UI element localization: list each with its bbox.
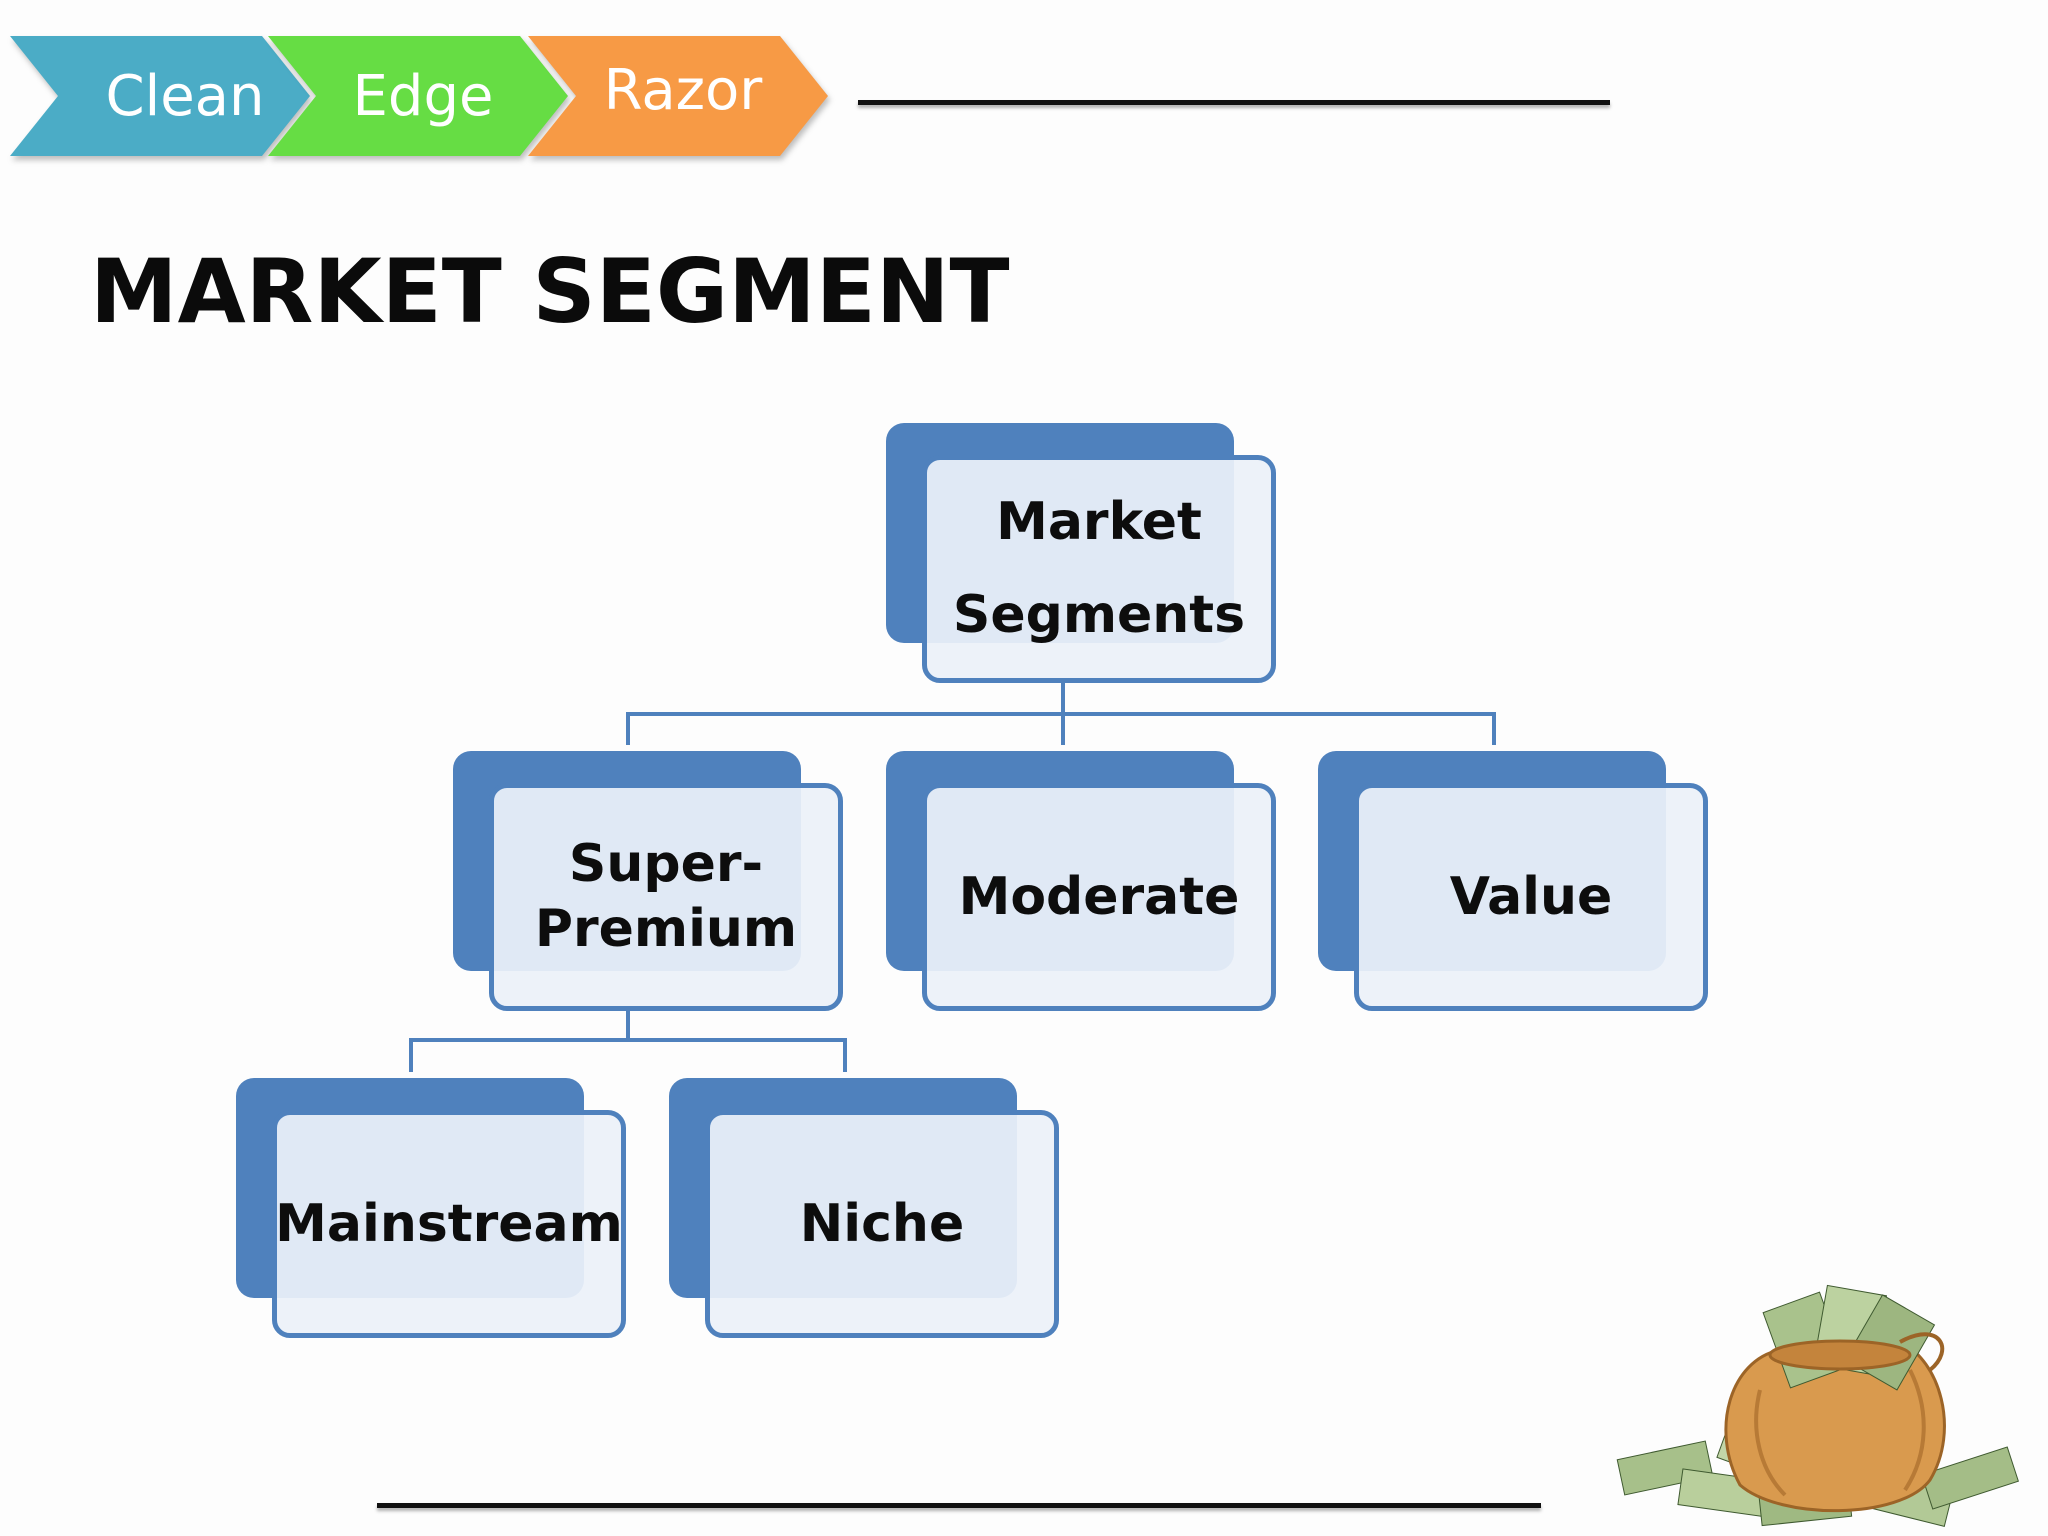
node-label-line: Market (996, 492, 1202, 553)
breadcrumb-step-label: Edge (352, 63, 494, 129)
node-niche: Niche (669, 1078, 1059, 1340)
node-label: Mainstream (275, 1193, 623, 1254)
node-super-premium: Super- Premium (453, 751, 843, 1013)
breadcrumb-step-label: Razor (603, 57, 763, 123)
node-label-line: Premium (534, 899, 798, 959)
breadcrumb-step-edge: Edge (268, 36, 568, 156)
header-rule (858, 100, 1610, 105)
node-label: Value (1449, 866, 1613, 927)
breadcrumb-step-clean: Clean (10, 36, 310, 156)
node-label: Super- Premium (489, 783, 843, 1011)
node-label: Niche (799, 1193, 965, 1254)
node-label: Market Segments (922, 455, 1276, 683)
footer-rule (377, 1503, 1541, 1508)
node-label-line: Segments (952, 585, 1246, 645)
node-moderate: Moderate (886, 751, 1276, 1013)
node-label: Moderate (958, 866, 1240, 927)
breadcrumb-step-label: Clean (105, 63, 265, 129)
connector-superpremium-to-level2 (409, 1010, 847, 1072)
node-market-segments: Market Segments (886, 423, 1276, 685)
money-bag-icon (1616, 1284, 2019, 1527)
page-title: MARKET SEGMENT (90, 240, 1010, 343)
node-mainstream: Mainstream (236, 1078, 626, 1340)
breadcrumb-step-razor: Razor (528, 36, 828, 156)
node-label-line: Super- (568, 834, 764, 894)
connector-root-to-level1 (626, 682, 1496, 745)
node-value: Value (1318, 751, 1708, 1013)
